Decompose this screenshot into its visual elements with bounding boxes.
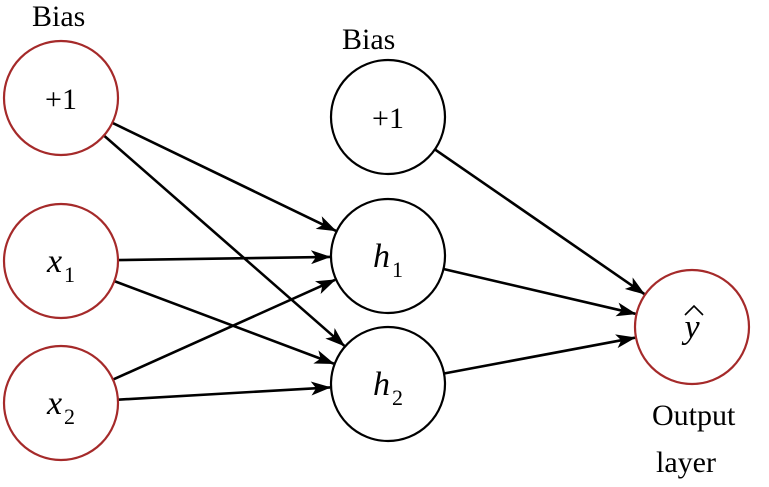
node-h2-symbol: h <box>373 366 390 403</box>
node-x1: x1 <box>2 202 120 320</box>
node-hidden-bias-symbol: +1 <box>372 102 404 135</box>
node-h1-label: h1 <box>373 238 403 282</box>
node-h2-label: h2 <box>373 366 403 410</box>
node-x1-symbol: x <box>46 243 62 280</box>
node-hidden-bias-circle <box>329 58 447 176</box>
node-h1: h1 <box>329 197 447 315</box>
node-y-hat-circle <box>633 268 751 386</box>
edge-x2-to-h2 <box>117 381 332 401</box>
node-y-hat-label: y <box>681 309 700 346</box>
node-h2-subscript: 2 <box>392 385 403 410</box>
hidden-bias-caption: Bias <box>342 23 395 56</box>
node-h1-symbol: h <box>373 238 390 275</box>
edge-hidden-bias-to-y-hat <box>434 148 646 296</box>
output-caption-line1: Output <box>652 399 736 432</box>
node-hidden-bias-label: +1 <box>372 102 404 135</box>
node-x2: x2 <box>2 344 120 462</box>
node-h2: h2 <box>329 325 447 443</box>
node-x1-label: x1 <box>46 243 75 287</box>
node-h1-subscript: 1 <box>392 257 403 282</box>
edges <box>103 121 646 401</box>
edge-x1-to-h1 <box>117 250 331 265</box>
edge-input-bias-to-h2 <box>103 134 346 347</box>
edge-x2-to-h1 <box>112 278 337 381</box>
edge-h2-to-y-hat <box>443 334 636 375</box>
node-x2-circle <box>2 344 120 462</box>
output-caption-line2: layer <box>656 446 716 479</box>
node-x2-label: x2 <box>46 385 75 429</box>
edge-x1-to-h2 <box>113 279 335 365</box>
node-y-hat: y <box>633 268 751 386</box>
node-y-hat-hat-accent <box>684 304 704 316</box>
node-input-bias-symbol: +1 <box>45 83 77 116</box>
input-bias-caption: Bias <box>32 0 85 33</box>
node-h1-circle <box>329 197 447 315</box>
node-h2-circle <box>329 325 447 443</box>
node-input-bias-circle <box>2 39 120 157</box>
node-y-hat-symbol: y <box>681 309 700 346</box>
node-input-bias: +1 <box>2 39 120 157</box>
node-x1-subscript: 1 <box>64 262 75 287</box>
edge-input-bias-to-h1 <box>111 121 337 232</box>
edge-h1-to-y-hat <box>443 267 637 317</box>
node-x2-symbol: x <box>46 385 62 422</box>
node-input-bias-label: +1 <box>45 83 77 116</box>
node-hidden-bias: +1 <box>329 58 447 176</box>
node-x1-circle <box>2 202 120 320</box>
node-x2-subscript: 2 <box>64 404 75 429</box>
